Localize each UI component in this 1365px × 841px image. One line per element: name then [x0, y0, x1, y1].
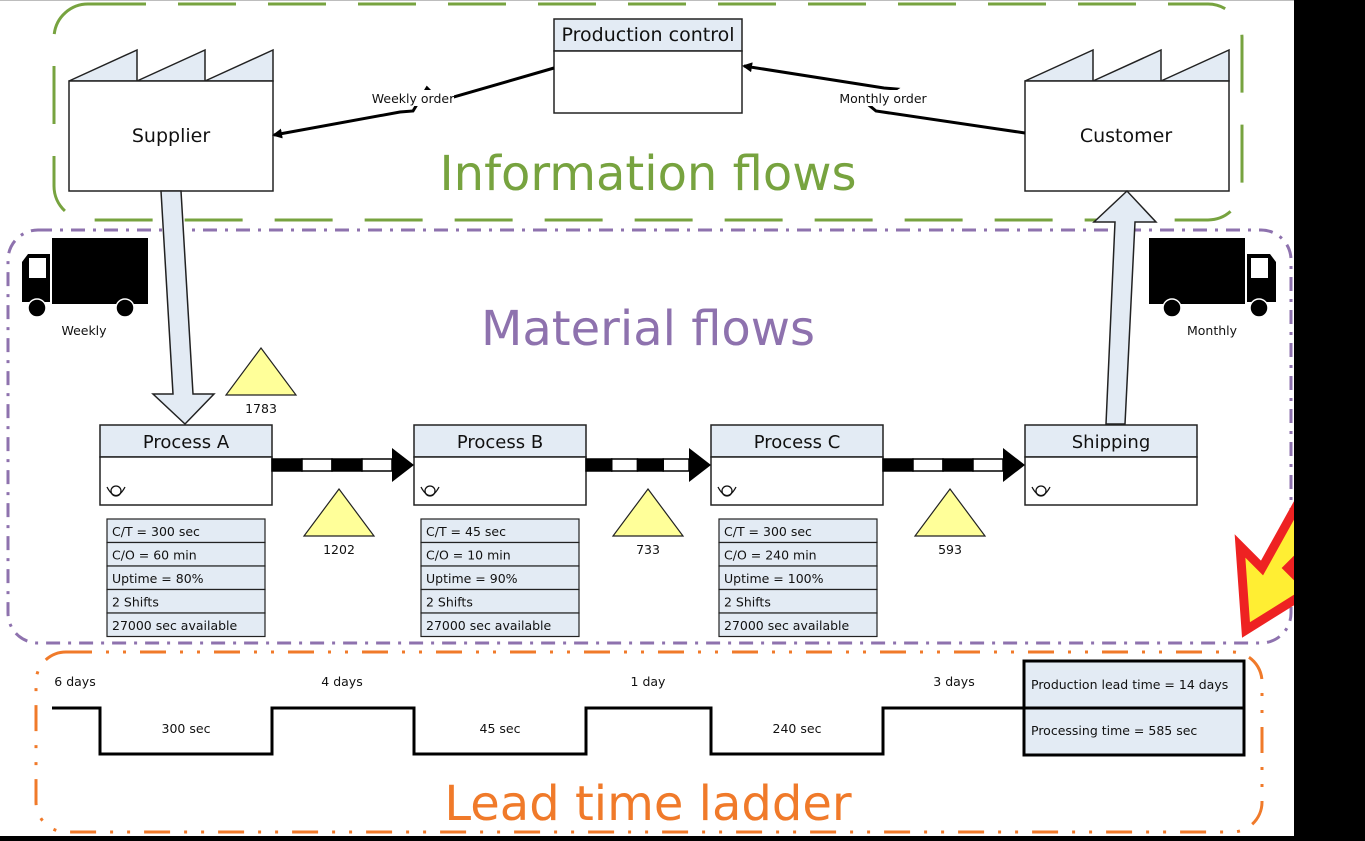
inventory-count: 1202	[323, 542, 355, 557]
processing-time: Processing time = 585 sec	[1031, 723, 1197, 738]
inbound-shipment-arrow	[151, 190, 216, 426]
process-box[interactable]: Process B	[413, 424, 587, 506]
process-title: Process A	[143, 432, 230, 453]
ladder-wait-time: 4 days	[321, 674, 362, 689]
process-title: Shipping	[1072, 432, 1151, 453]
monthly-order-label: Monthly order	[839, 91, 927, 106]
lead-time-ladder-title: Lead time ladder	[444, 776, 851, 832]
supplier-label: Supplier	[132, 125, 210, 147]
ladder-process-time: 300 sec	[162, 721, 211, 736]
inventory: 593	[913, 487, 987, 557]
push-arrow	[882, 448, 1025, 482]
truck-icon	[1149, 238, 1276, 318]
bottom-black-border	[0, 836, 1294, 841]
weekly-order-arrow: Weekly order	[272, 66, 555, 139]
information-flows-border	[52, 2, 1244, 222]
process-data-row: C/O = 10 min	[426, 548, 511, 563]
ladder-wait-time: 6 days	[54, 674, 95, 689]
factory-icon	[68, 48, 274, 192]
process-title: Process C	[754, 432, 841, 453]
outbound-truck-label: Monthly	[1187, 323, 1238, 338]
inventory-count: 733	[636, 542, 660, 557]
inventory-triangle-icon	[913, 487, 987, 537]
customer-factory[interactable]: Customer	[1024, 48, 1230, 192]
supplier-factory[interactable]: Supplier	[68, 48, 274, 192]
process-data-row: C/O = 60 min	[112, 548, 197, 563]
inbound-truck-label: Weekly	[61, 323, 107, 338]
factory-icon	[1024, 48, 1230, 192]
process-data-row: Uptime = 90%	[426, 571, 518, 586]
production-control-title: Production control	[562, 24, 735, 46]
ladder-wait-time: 3 days	[933, 674, 974, 689]
process-box[interactable]: Process C	[710, 424, 884, 506]
inventory-count: 1783	[245, 401, 277, 416]
process-box[interactable]: Process A	[99, 424, 273, 506]
process-data-row: 27000 sec available	[724, 618, 850, 633]
outbound-truck: Monthly	[1149, 238, 1276, 338]
process-data-row: C/O = 240 min	[724, 548, 817, 563]
process-data-row: 2 Shifts	[112, 595, 159, 610]
material-flows-border	[6, 228, 1293, 645]
lead-time-summary-box: Production lead time = 14 days Processin…	[1022, 659, 1246, 757]
inventory: 1202	[302, 487, 376, 557]
process-data-row: 27000 sec available	[426, 618, 552, 633]
process-data-row: Uptime = 100%	[724, 571, 824, 586]
inventory-triangle-icon	[224, 346, 298, 396]
monthly-order-arrow: Monthly order	[742, 62, 1026, 135]
inventory-triangle-icon	[302, 487, 376, 537]
material-flows-title: Material flows	[481, 301, 815, 357]
process-data-row: 2 Shifts	[724, 595, 771, 610]
process-data-row: C/T = 300 sec	[724, 524, 812, 539]
inbound-truck: Weekly	[22, 238, 148, 338]
information-flows-title: Information flows	[440, 146, 857, 202]
inventory: 733	[611, 487, 685, 557]
production-lead-time: Production lead time = 14 days	[1031, 677, 1228, 692]
process-data-row: 27000 sec available	[112, 618, 238, 633]
process-data-row: Uptime = 80%	[112, 571, 204, 586]
inventory: 1783	[224, 346, 298, 416]
process-data-row: 2 Shifts	[426, 595, 473, 610]
weekly-order-label: Weekly order	[372, 91, 455, 106]
customer-label: Customer	[1080, 125, 1172, 147]
push-arrow	[271, 448, 414, 482]
truck-icon	[22, 238, 148, 318]
operator-icon	[106, 485, 126, 497]
ladder-process-time: 240 sec	[773, 721, 822, 736]
outbound-shipment-arrow	[1092, 189, 1158, 425]
process-data-row: C/T = 300 sec	[112, 524, 200, 539]
ladder-process-time: 45 sec	[480, 721, 521, 736]
lead-time-ladder-line	[52, 706, 1024, 756]
operator-icon	[420, 485, 440, 497]
push-arrow	[585, 448, 711, 482]
process-title: Process B	[457, 432, 543, 453]
operator-icon	[717, 485, 737, 497]
process-data-row: C/T = 45 sec	[426, 524, 506, 539]
right-black-margin	[1294, 0, 1365, 841]
process-box[interactable]: Shipping	[1024, 424, 1198, 506]
lead-time-ladder-border	[34, 650, 1264, 834]
inventory-triangle-icon	[611, 487, 685, 537]
production-control-box[interactable]: Production control	[553, 18, 743, 114]
ladder-wait-time: 1 day	[631, 674, 667, 689]
operator-icon	[1031, 485, 1051, 497]
inventory-count: 593	[938, 542, 962, 557]
top-border-line	[0, 0, 1294, 1]
